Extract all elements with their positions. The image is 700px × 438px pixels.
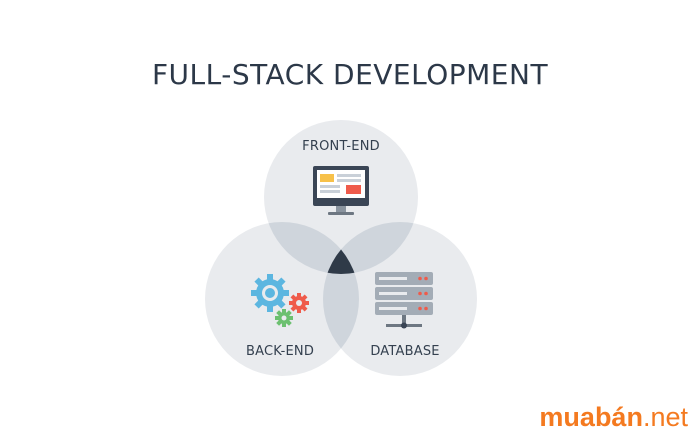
database-label: DATABASE: [370, 344, 439, 359]
watermark-tld: .net: [642, 402, 688, 432]
overlap-front-back: [264, 222, 359, 274]
monitor-icon: [313, 166, 369, 215]
front-end-label: FRONT-END: [302, 139, 380, 154]
gears-icon: [251, 274, 309, 327]
watermark-logo: muabán.net: [539, 400, 688, 434]
diagram-title: FULL-STACK DEVELOPMENT: [151, 58, 549, 91]
watermark-brand: muabán: [539, 402, 643, 432]
overlap-front-database: [323, 222, 418, 274]
back-end-label: BACK-END: [246, 344, 314, 359]
server-stack-icon: [375, 272, 433, 329]
